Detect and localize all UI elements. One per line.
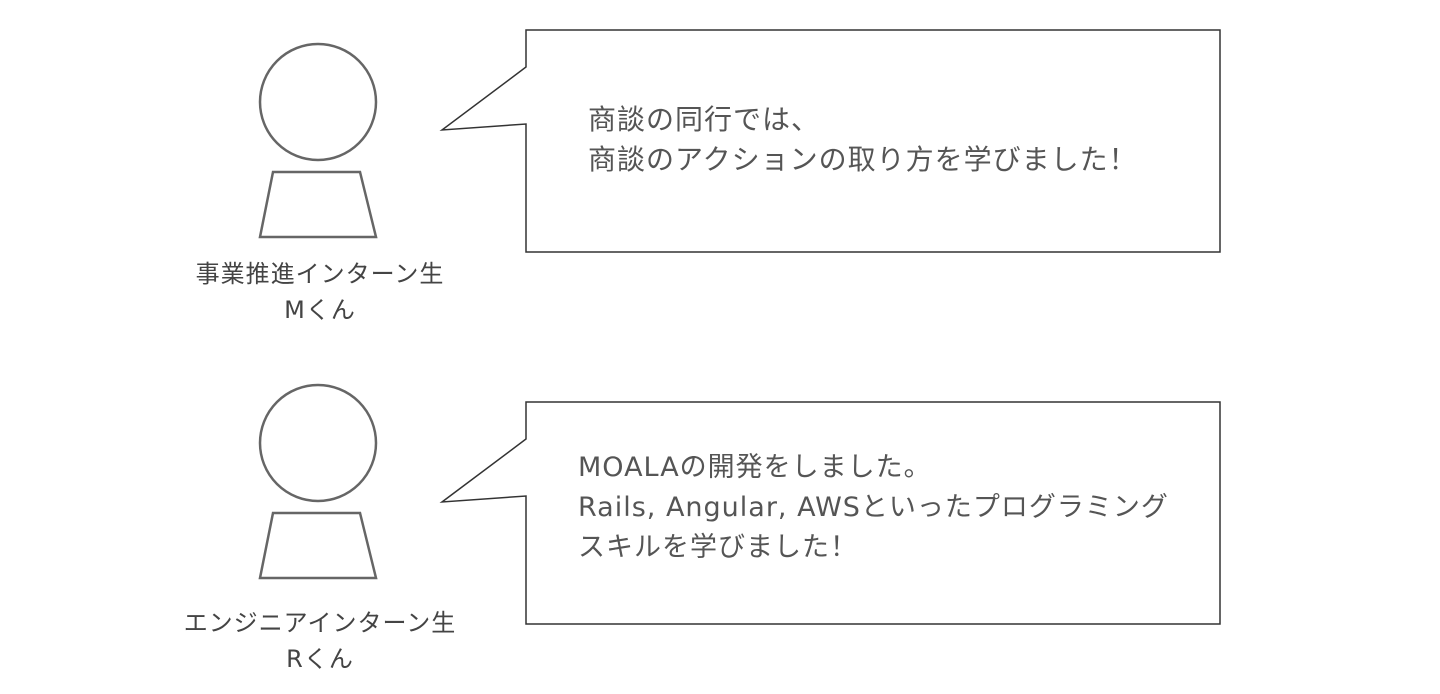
person-body [258, 511, 378, 580]
person-role: 事業推進インターン生 [195, 260, 445, 288]
message-line: スキルを学びました！ [578, 532, 858, 563]
speech-bubble-message: MOALAの開発をしました。 Rails, Angular, AWSといったプロ… [578, 448, 1169, 568]
person-caption: エンジニアインターン生 Rくん [150, 605, 490, 677]
message-line: Rails, Angular, AWSといったプログラミング [578, 492, 1169, 523]
person-role: エンジニアインターン生 [183, 609, 457, 637]
message-line: 商談のアクションの取り方を学びました！ [588, 143, 1138, 176]
speech-bubble-outline [439, 29, 1221, 253]
speech-bubble-outline [439, 401, 1221, 625]
person-caption: 事業推進インターン生 Mくん [150, 256, 490, 328]
person-name: Rくん [286, 645, 354, 673]
person-body [258, 170, 378, 239]
person-head [258, 42, 378, 162]
person-icon [258, 42, 378, 239]
message-line: 商談の同行では、 [588, 103, 821, 136]
speech-bubble [439, 401, 1221, 625]
testimonial-m: 事業推進インターン生 Mくん 商談の同行では、 商談のアクションの取り方を学びま… [0, 0, 1440, 340]
person-name: Mくん [284, 296, 356, 324]
person-icon [258, 383, 378, 580]
speech-bubble-message: 商談の同行では、 商談のアクションの取り方を学びました！ [588, 100, 1138, 180]
message-line: MOALAの開発をしました。 [578, 452, 932, 483]
testimonial-r: エンジニアインターン生 Rくん MOALAの開発をしました。 Rails, An… [0, 341, 1440, 681]
person-head [258, 383, 378, 503]
speech-bubble [439, 29, 1221, 253]
